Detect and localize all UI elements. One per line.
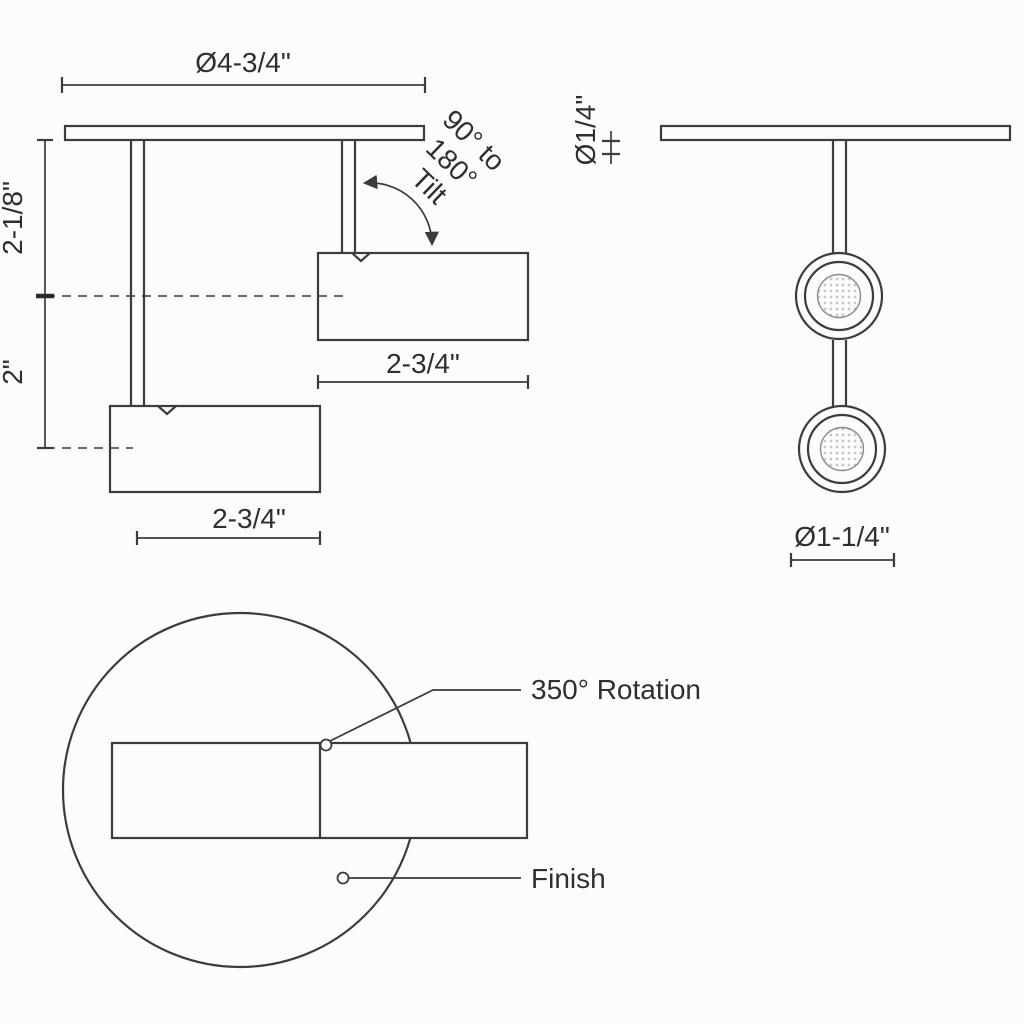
lamp-face-lower	[797, 404, 887, 494]
tilt-range-label: 90° to 180° Tilt	[406, 104, 511, 211]
height-dimension: 2-1/8" 2"	[0, 138, 54, 450]
left-stem	[129, 140, 146, 406]
finish-callout: Finish	[336, 863, 606, 894]
stem-diameter-dimension: Ø1/4"	[570, 95, 620, 166]
rotation-callout: 350° Rotation	[319, 674, 701, 752]
lens-lower	[819, 426, 865, 472]
canopy-diameter-dimension: Ø4-3/4"	[60, 47, 427, 93]
head-diameter-dimension: Ø1-1/4"	[789, 521, 896, 567]
stem-diameter-label: Ø1/4"	[570, 95, 601, 166]
canopy-side	[63, 124, 426, 142]
bottom-view: 350° Rotation Finish	[61, 611, 701, 969]
lower-head-length-label: 2-3/4"	[212, 503, 286, 534]
finish-marker	[336, 871, 350, 885]
upper-head-length-label: 2-3/4"	[386, 348, 460, 379]
rotation-marker	[319, 738, 333, 752]
lower-height-label: 2"	[0, 359, 28, 385]
lower-head-length-dimension: 2-3/4"	[135, 503, 322, 545]
finish-label: Finish	[531, 863, 606, 894]
rotation-label: 350° Rotation	[531, 674, 701, 705]
heads-bottom	[110, 741, 529, 840]
tilt-arrow	[362, 174, 440, 247]
canopy-front	[659, 124, 1012, 142]
side-view: Ø4-3/4"	[0, 47, 530, 545]
right-stem	[340, 140, 357, 253]
canopy-diameter-label: Ø4-3/4"	[195, 47, 291, 78]
lens-upper	[816, 273, 862, 319]
lamp-face-upper	[794, 251, 884, 341]
front-stem	[831, 140, 848, 407]
head-diameter-label: Ø1-1/4"	[794, 521, 890, 552]
front-view: Ø1/4"	[570, 95, 1012, 567]
upper-height-label: 2-1/8"	[0, 181, 28, 255]
spot-head-lower	[108, 404, 322, 494]
spot-head-upper	[316, 251, 530, 342]
upper-head-length-dimension: 2-3/4"	[316, 348, 530, 389]
